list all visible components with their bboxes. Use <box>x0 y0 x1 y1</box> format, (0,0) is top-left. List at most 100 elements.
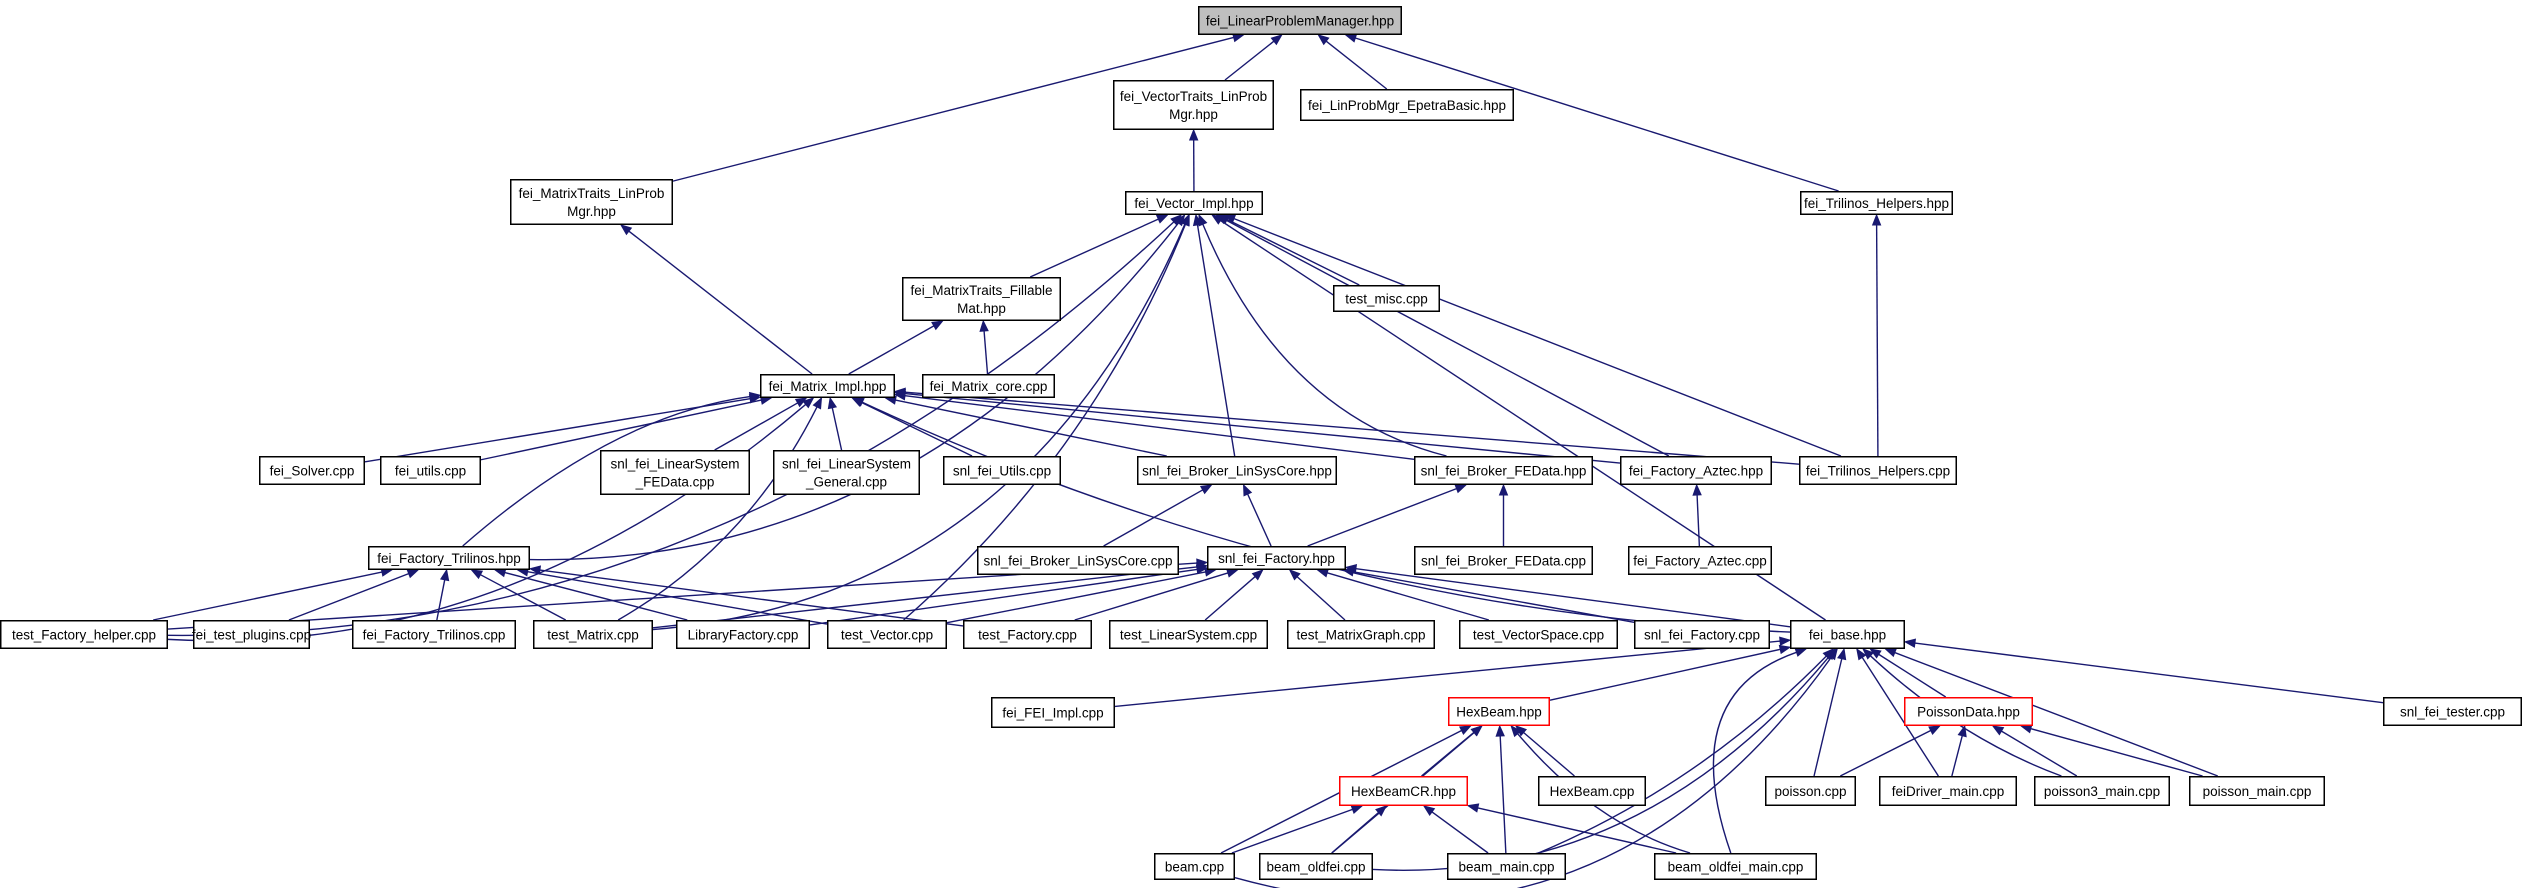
node-bfedc[interactable]: snl_fei_Broker_FEData.cpp <box>1414 546 1593 575</box>
arrowhead-bfedh-to-vimpl <box>1198 213 1208 227</box>
node-tmat[interactable]: test_Matrix.cpp <box>533 620 653 649</box>
node-pdh[interactable]: PoissonData.hpp <box>1904 697 2033 726</box>
node-lsgen[interactable]: snl_fei_LinearSystem_General.cpp <box>773 450 920 495</box>
node-label: snl_fei_Broker_LinSysCore.hpp <box>1142 464 1332 479</box>
node-boldfei[interactable]: beam_oldfei.cpp <box>1259 853 1373 880</box>
edge-bmain-to-hbh <box>1499 735 1507 854</box>
node-ftrh[interactable]: fei_Factory_Trilinos.hpp <box>368 546 530 570</box>
node-label: fei_Trilinos_Helpers.hpp <box>1804 196 1949 211</box>
arrowhead-lsfed-to-mimpl <box>794 397 808 408</box>
edge-mcore-to-mtf <box>983 330 989 375</box>
node-hbcrh[interactable]: HexBeamCR.hpp <box>1339 776 1468 806</box>
node-tfh[interactable]: test_Factory_helper.cpp <box>0 620 168 649</box>
node-tls[interactable]: test_LinearSystem.cpp <box>1109 620 1268 649</box>
node-vimpl[interactable]: fei_Vector_Impl.hpp <box>1125 191 1263 215</box>
node-box <box>922 374 1055 398</box>
edge-p3m-to-pdh <box>2001 730 2078 777</box>
arrowhead-bmain-to-base <box>1822 648 1835 660</box>
node-label: poisson_main.cpp <box>2203 784 2312 799</box>
node-sfc[interactable]: snl_fei_Factory.cpp <box>1634 620 1770 649</box>
node-box <box>510 179 673 225</box>
node-pm[interactable]: poisson_main.cpp <box>2189 776 2325 806</box>
node-vtl[interactable]: fei_VectorTraits_LinProbMgr.hpp <box>1113 80 1274 130</box>
edge-pdh-to-base <box>1878 653 1947 698</box>
node-lpm[interactable]: fei_LinearProblemManager.hpp <box>1198 6 1402 35</box>
node-lpmeb[interactable]: fei_LinProbMgr_EpetraBasic.hpp <box>1300 89 1514 121</box>
arrowhead-tvec-to-vimpl <box>1180 213 1190 227</box>
edge-mimpl-to-mtl <box>628 230 813 375</box>
arrowhead-tfac-to-sfh <box>1226 568 1239 578</box>
node-label: fei_Factory_Aztec.cpp <box>1633 554 1767 569</box>
node-tfac[interactable]: test_Factory.cpp <box>963 620 1092 649</box>
edge-boldfei-to-hbcrh <box>1331 812 1379 854</box>
edge-poisson-to-pdh <box>1839 729 1932 777</box>
node-fazh[interactable]: fei_Factory_Aztec.hpp <box>1620 456 1772 485</box>
node-tmisc[interactable]: test_misc.cpp <box>1333 285 1440 312</box>
node-label: fei_Factory_Trilinos.cpp <box>363 628 506 643</box>
edge-mtf-to-vimpl <box>1029 218 1159 278</box>
arrowhead-sfh-to-bfedh <box>1454 484 1468 494</box>
node-blscc[interactable]: snl_fei_Broker_LinSysCore.cpp <box>977 546 1179 575</box>
node-mcore[interactable]: fei_Matrix_core.cpp <box>922 374 1055 398</box>
node-libf[interactable]: LibraryFactory.cpp <box>676 620 810 649</box>
node-blsch[interactable]: snl_fei_Broker_LinSysCore.hpp <box>1137 456 1337 485</box>
node-trh[interactable]: fei_Trilinos_Helpers.hpp <box>1800 191 1953 215</box>
node-sfh[interactable]: snl_fei_Factory.hpp <box>1207 546 1346 570</box>
arrowhead-trcpp-to-mimpl <box>893 387 906 397</box>
node-hbh[interactable]: HexBeam.hpp <box>1448 697 1550 726</box>
edge-bofm-to-hbh <box>1517 733 1691 854</box>
node-box <box>902 277 1061 321</box>
node-utils[interactable]: fei_utils.cpp <box>380 456 481 485</box>
arrowhead-fdm-to-base <box>1856 647 1867 661</box>
arrowhead-pdh-to-base <box>1869 648 1882 659</box>
node-label: test_Factory.cpp <box>978 628 1077 643</box>
node-p3m[interactable]: poisson3_main.cpp <box>2034 776 2170 806</box>
node-fdm[interactable]: feiDriver_main.cpp <box>1879 776 2017 806</box>
node-box <box>1904 697 2033 726</box>
edge-bmain-to-base <box>1538 655 1827 854</box>
arrowhead-bfedc-to-bfedh <box>1498 483 1509 496</box>
node-solver[interactable]: fei_Solver.cpp <box>259 456 365 485</box>
node-snlutils[interactable]: snl_fei_Utils.cpp <box>943 456 1061 485</box>
node-lsfed[interactable]: snl_fei_LinearSystem_FEData.cpp <box>600 450 750 495</box>
node-mimpl[interactable]: fei_Matrix_Impl.hpp <box>760 374 895 398</box>
node-label: snl_fei_LinearSystem <box>782 457 911 472</box>
edge-fazh-to-vimpl <box>1225 219 1670 457</box>
edge-mtl-to-lpm <box>672 36 1234 182</box>
node-bmain[interactable]: beam_main.cpp <box>1447 853 1566 880</box>
node-feiimpl[interactable]: fei_FEI_Impl.cpp <box>991 697 1115 728</box>
node-box <box>2383 697 2522 726</box>
node-trcpp[interactable]: fei_Trilinos_Helpers.cpp <box>1799 456 1957 485</box>
node-bfedh[interactable]: snl_fei_Broker_FEData.hpp <box>1414 456 1593 485</box>
node-label: fei_base.hpp <box>1809 628 1886 643</box>
node-ftrc[interactable]: fei_Factory_Trilinos.cpp <box>352 620 516 649</box>
arrowhead-boldfei-to-hbh <box>1470 725 1483 737</box>
node-poisson[interactable]: poisson.cpp <box>1765 776 1856 806</box>
arrowhead-base-to-mimpl <box>852 397 865 407</box>
node-bofm[interactable]: beam_oldfei_main.cpp <box>1654 853 1817 880</box>
edge-trcpp-to-mimpl <box>904 391 1800 465</box>
node-beam[interactable]: beam.cpp <box>1154 853 1235 880</box>
node-mtl[interactable]: fei_MatrixTraits_LinProbMgr.hpp <box>510 179 673 225</box>
edge-feiimpl-to-base <box>1114 640 1781 708</box>
arrowhead-tmg-to-sfh <box>1288 569 1301 581</box>
edge-poisson-to-base <box>1813 658 1843 777</box>
arrowhead-boldfei-to-hbcrh <box>1375 805 1388 817</box>
node-label: fei_Factory_Trilinos.hpp <box>377 551 521 566</box>
node-sntester[interactable]: snl_fei_tester.cpp <box>2383 697 2522 726</box>
edge-bfedh-to-vimpl <box>1202 223 1447 457</box>
arrowhead-tmat-to-ftrh <box>470 569 484 580</box>
node-base[interactable]: fei_base.hpp <box>1790 620 1905 649</box>
node-fazc[interactable]: fei_Factory_Aztec.cpp <box>1628 546 1772 575</box>
edge-tplug-to-ftrh <box>288 572 409 621</box>
node-tplug[interactable]: fei_test_plugins.cpp <box>192 620 311 649</box>
node-box <box>1634 620 1770 649</box>
arrowhead-poisson-to-base <box>1837 647 1847 661</box>
node-tvec[interactable]: test_Vector.cpp <box>827 620 947 649</box>
node-hbc[interactable]: HexBeam.cpp <box>1538 776 1646 806</box>
arrowhead-vtl-to-lpm <box>1270 34 1283 46</box>
node-tmg[interactable]: test_MatrixGraph.cpp <box>1287 620 1435 649</box>
arrowhead-ftrc-to-ftrh <box>439 568 450 582</box>
node-tvs[interactable]: test_VectorSpace.cpp <box>1459 620 1618 649</box>
